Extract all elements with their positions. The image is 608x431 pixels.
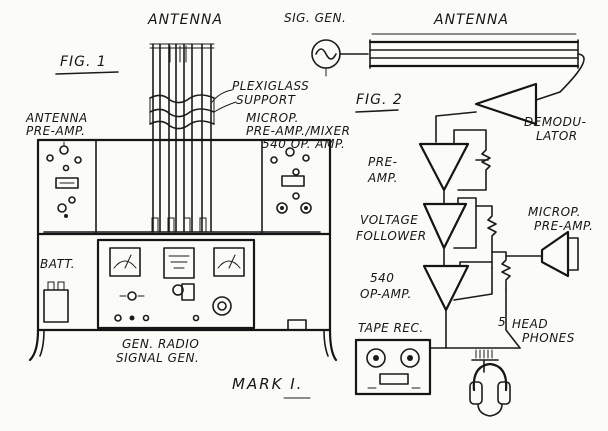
fig2-preamp-label-line2: AMP. (368, 171, 398, 185)
fig1-gen-radio-label-line2: SIGNAL GEN. (116, 351, 200, 365)
fig2-microp-label-line1: MICROP. (528, 205, 581, 219)
fig2-output-transformer (471, 349, 499, 373)
fig1-antenna-preamp-label-line1: ANTENNA (26, 111, 88, 125)
fig1-drawing (28, 43, 338, 399)
fig2-antenna-lead (535, 53, 585, 101)
fig2-op-amp-label-line1: 540 (370, 271, 395, 285)
fig2-preamp (418, 142, 470, 192)
fig2-demodulator-label-line1: DEMODU- (524, 115, 587, 129)
fig1-microp-label-line2: PRE-AMP./MIXER (246, 124, 351, 138)
fig1-terminal-box (287, 319, 307, 331)
fig1-battery-label: BATT. (40, 257, 76, 271)
fig1-cabinet-right-leg (323, 329, 329, 357)
fig1-antenna-preamp-controls (46, 141, 82, 218)
fig2-signal-generator-symbol (311, 39, 369, 77)
fig2-voltage-follower-label-line1: VOLTAGE (360, 213, 419, 227)
fig2-tape-recorder-label: TAPE REC. (358, 321, 424, 335)
fig2-tape-recorder (354, 338, 432, 396)
fig1-antenna-label: ANTENNA (148, 12, 223, 28)
fig2-sig-gen-label: SIG. GEN. (284, 11, 347, 25)
fig2-follower-feedback (453, 197, 477, 249)
fig2-demodulator-label-line2: LATOR (536, 129, 578, 143)
fig2-drawing (311, 33, 585, 417)
fig2-title: FIG. 2 (356, 92, 403, 108)
fig1-antenna-preamp-label-line2: PRE-AMP. (26, 124, 86, 138)
fig2-op-amp-label-line2: OP-AMP. (360, 287, 412, 301)
fig2-preamp-feedback (453, 129, 491, 191)
fig1-title-underline (55, 71, 119, 75)
fig1-microp-label-line1: MICROP. (246, 111, 299, 125)
fig1-lower-cabinet (28, 232, 338, 362)
fig2-microp-label-line2: PRE-AMP. (534, 219, 594, 233)
fig1-microp-preamp-controls (270, 147, 312, 214)
fig2-voltage-follower (422, 202, 468, 250)
fig1-gen-radio-label-line1: GEN. RADIO (122, 337, 200, 351)
fig1-antenna-rods (149, 43, 215, 233)
fig2-voltage-follower-label-line2: FOLLOWER (356, 229, 427, 243)
fig2-preamp-label-line1: PRE- (368, 155, 398, 169)
fig2-mixer-resistor (475, 205, 497, 269)
fig2-headphones-label-line1: HEAD (512, 317, 549, 331)
fig1-plexiglass-label-line1: PLEXIGLASS (232, 79, 310, 93)
fig2-number-five: 5 (498, 315, 507, 329)
fig1-title: FIG. 1 (60, 54, 107, 70)
fig1-plexiglass-label-line2: SUPPORT (236, 93, 296, 107)
fig2-op-amp-540 (422, 264, 470, 312)
fig1-mark-label: MARK I. (232, 375, 304, 393)
fig1-plexiglass-plates (149, 94, 215, 130)
fig2-demod-to-preamp (435, 111, 477, 143)
fig2-microphone (505, 230, 579, 278)
fig2-demodulator (474, 82, 538, 126)
fig1-battery (43, 281, 69, 323)
fig2-output-line (445, 309, 521, 349)
fig2-antenna (368, 33, 580, 69)
fig1-cabinet-left-leg (39, 329, 45, 357)
fig2-headphones (469, 362, 511, 417)
fig2-title-underline (355, 109, 399, 113)
fig1-signal-generator (96, 238, 256, 330)
fig2-opamp-feedback (453, 261, 493, 301)
fig1-plexiglass-pointer (211, 89, 237, 113)
fig1-op-amp-label: 540 OP. AMP. (262, 137, 346, 151)
fig2-mixer-resistor-2 (491, 251, 511, 291)
fig2-antenna-label: ANTENNA (434, 12, 509, 28)
fig2-headphones-label-line2: PHONES (522, 331, 575, 345)
fig2-headphone-lead (505, 289, 521, 349)
